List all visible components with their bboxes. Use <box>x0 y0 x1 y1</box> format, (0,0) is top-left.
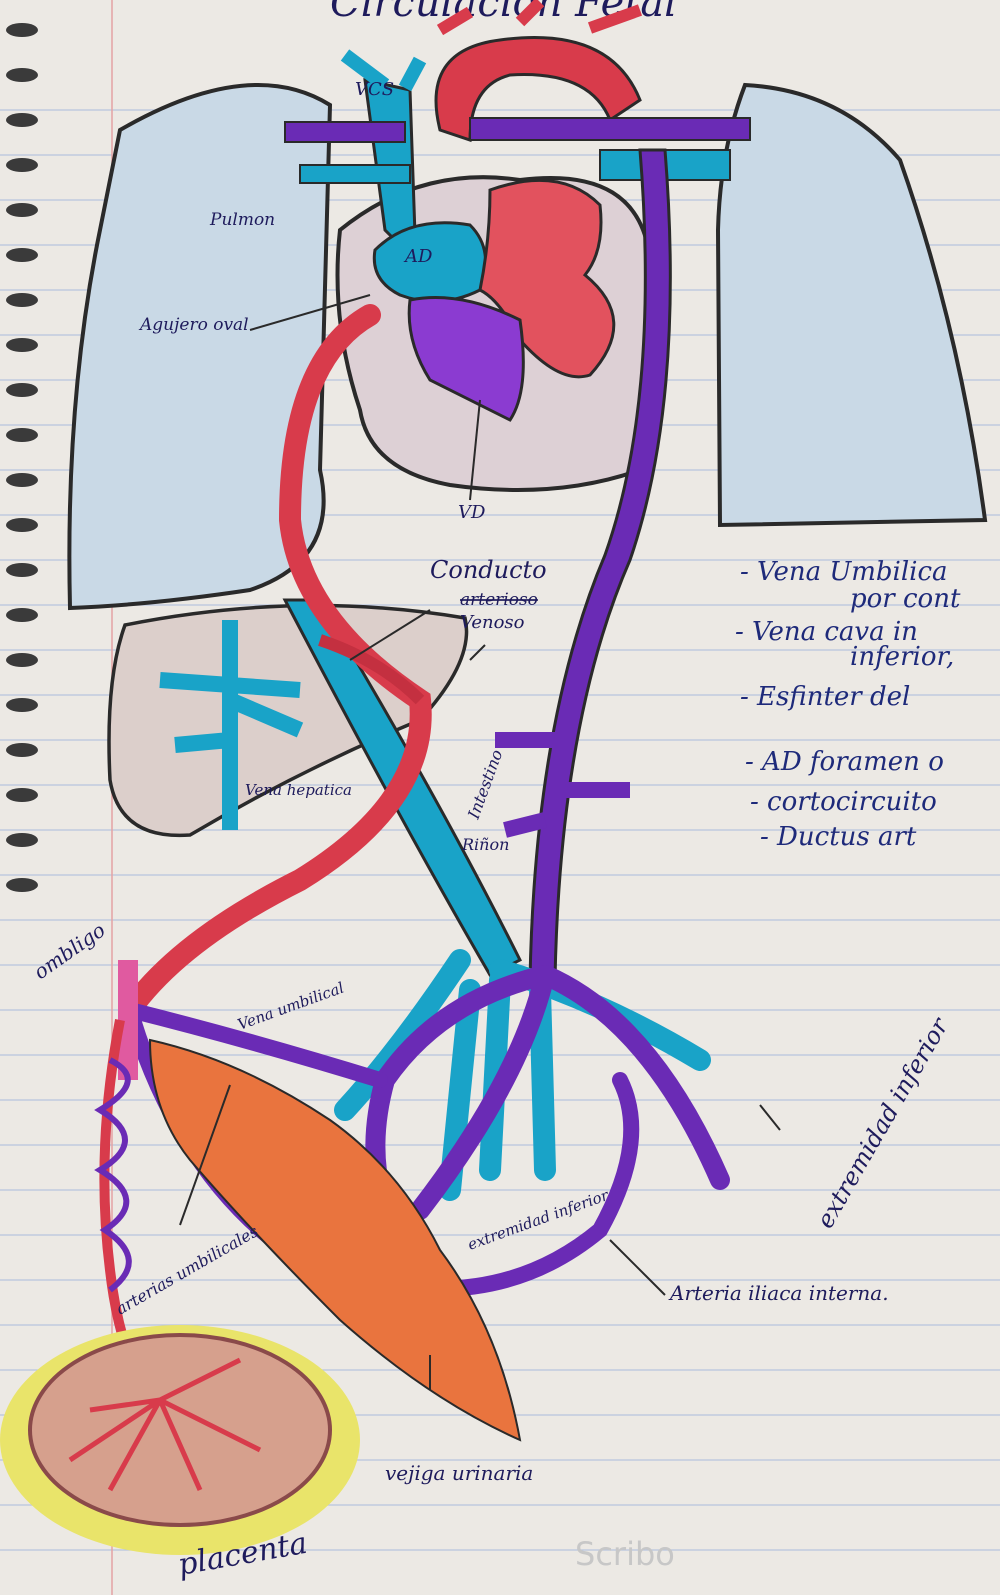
pulmonary-artery-right <box>470 118 750 140</box>
label-arterias-umbilicales: arterias umbilicales <box>113 1221 262 1318</box>
umbilicus-mark <box>118 960 138 1080</box>
label-vejiga: vejiga urinaria <box>385 1461 533 1485</box>
placenta <box>30 1335 330 1525</box>
note-7: - cortocircuito <box>750 787 937 817</box>
label-arterioso-struck: arterioso <box>460 590 538 610</box>
note-6: - AD foramen o <box>745 747 944 777</box>
watermark: Scribo <box>575 1535 675 1573</box>
label-vd: VD <box>458 502 486 523</box>
label-pulmon: Pulmon <box>209 210 275 230</box>
note-1: - Vena Umbilica <box>740 557 948 587</box>
label-venoso: Venoso <box>460 612 525 633</box>
spiral-binding <box>6 23 38 892</box>
label-rinon: Riñon <box>461 835 509 854</box>
pulmonary-artery-left <box>285 122 405 142</box>
label-vena-hepatica: Vena hepatica <box>245 781 352 799</box>
label-vena-umbilical: Vena umbilical <box>235 979 346 1034</box>
note-5: - Esfinter del <box>740 682 910 712</box>
pulmonary-vein-left <box>300 165 410 183</box>
note-8: - Ductus art <box>760 822 917 852</box>
label-vcs: VCS <box>355 79 394 100</box>
label-agujero-oval: Agujero oval <box>138 315 249 335</box>
label-ad: AD <box>403 246 433 267</box>
label-ombligo: ombligo <box>29 918 109 984</box>
note-4: inferior, <box>850 642 954 672</box>
label-arteria-iliaca: Arteria iliaca interna. <box>668 1281 889 1305</box>
label-conducto: Conducto <box>430 556 547 584</box>
right-lung <box>718 85 985 525</box>
note-2: por cont <box>850 584 961 614</box>
label-extremidad-inferior-2: extremidad inferior <box>811 1012 955 1233</box>
